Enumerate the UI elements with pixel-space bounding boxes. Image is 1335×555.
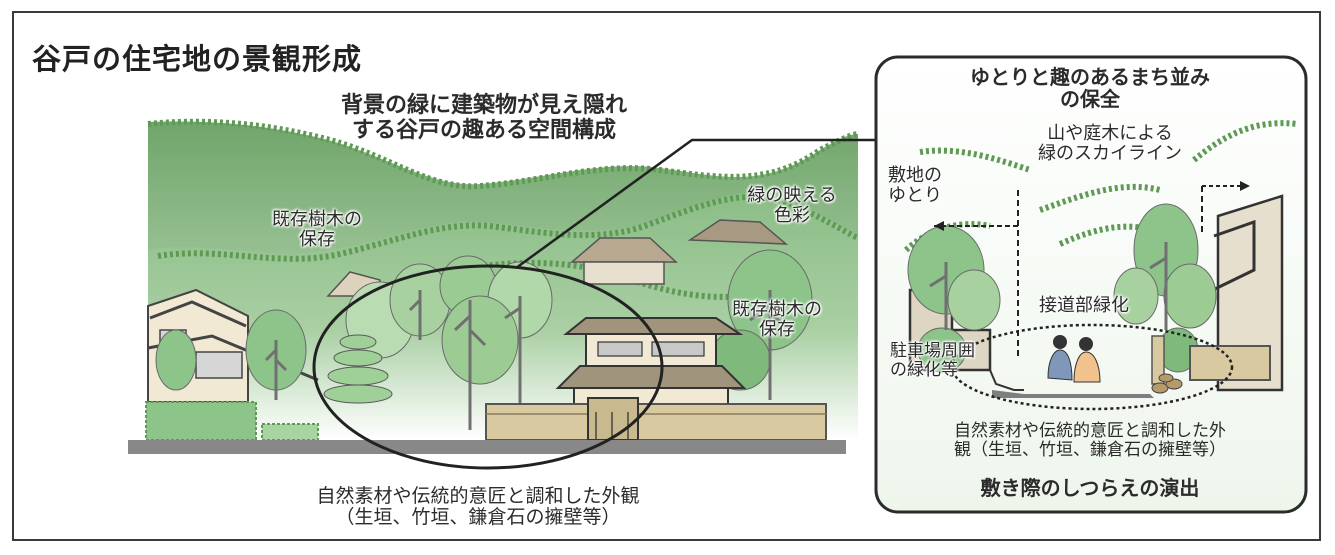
tree-left-line2: 保存 xyxy=(299,229,335,251)
inset-caption-line1: 自然素材や伝統的意匠と調和した外 xyxy=(954,421,1226,441)
inset-road xyxy=(992,390,1154,398)
inset-trees xyxy=(907,203,1217,373)
inset-caption: 自然素材や伝統的意匠と調和した外 観（生垣、竹垣、鎌倉石の擁壁等） xyxy=(880,421,1300,461)
main-caption-line2: （生垣、竹垣、鎌倉石の擁壁等） xyxy=(335,506,621,529)
main-heading-line1: 背景の緑に建築物が見え隠れ xyxy=(340,93,627,118)
tree-trunks xyxy=(264,290,793,430)
skyline-line1: 山や庭木による xyxy=(1047,123,1173,144)
site-line1: 敷地の xyxy=(888,165,942,186)
inset-trunks xyxy=(929,242,1168,330)
focus-ellipse xyxy=(312,264,664,470)
inset-heading-line2: の保全 xyxy=(1060,87,1120,112)
main-house xyxy=(555,317,747,409)
parking-line2: の緑化等 xyxy=(890,360,958,381)
inset-dotted-1 xyxy=(919,147,1031,173)
dotted-ridge-mid xyxy=(157,194,860,262)
dotted-ridge-low xyxy=(459,259,741,300)
main-heading: 背景の緑に建築物が見え隠れ する谷戸の趣ある空間構成 xyxy=(294,93,674,143)
inset-heading-line1: ゆとりと趣のあるまち並み xyxy=(970,65,1210,89)
ground-line xyxy=(128,440,846,454)
color-line1: 緑の映える xyxy=(747,185,837,206)
inset-dotted-3 xyxy=(1192,120,1299,163)
inset-hedge xyxy=(1189,345,1271,381)
inset-scene xyxy=(874,55,1308,514)
parking-line1: 駐車場周囲 xyxy=(890,341,975,361)
label-color: 緑の映える 色彩 xyxy=(722,185,862,227)
tree-right-line2: 保存 xyxy=(759,319,795,341)
skyline-line2: 緑のスカイライン xyxy=(1038,143,1182,165)
main-heading-line2: する谷戸の趣ある空間構成 xyxy=(351,117,616,143)
label-road-greening: 接道部緑化 xyxy=(1004,295,1164,316)
tree-left-line1: 既存樹木の xyxy=(272,209,362,230)
distant-roof-2 xyxy=(687,219,789,245)
label-parking-greening: 駐車場周囲 の緑化等 xyxy=(890,341,1000,381)
earthen-wall xyxy=(485,403,827,441)
inset-dotted-4 xyxy=(1058,223,1161,247)
label-tree-preservation-left: 既存樹木の 保存 xyxy=(252,209,382,251)
main-caption-line1: 自然素材や伝統的意匠と調和した外観 xyxy=(316,485,640,507)
inset-people xyxy=(1047,335,1101,383)
label-tree-preservation-right: 既存樹木の 保存 xyxy=(710,299,844,341)
inset-right-building xyxy=(1216,194,1284,392)
left-hedge xyxy=(145,401,257,441)
inset-frame xyxy=(874,55,1308,514)
inset-footer: 敷き際のしつらえの演出 xyxy=(880,477,1300,499)
color-line2: 色彩 xyxy=(774,205,810,227)
pine-tree xyxy=(323,334,393,404)
inset-dotted-ellipse xyxy=(950,323,1234,411)
inset-dotted-2 xyxy=(1039,183,1161,213)
left-hedge-2 xyxy=(261,423,319,441)
inset-heading: ゆとりと趣のあるまち並み の保全 xyxy=(900,66,1280,111)
dotted-ridge-top xyxy=(147,118,859,190)
inset-stones xyxy=(1151,373,1183,394)
label-green-skyline: 山や庭木による 緑のスカイライン xyxy=(1010,123,1210,165)
road-green-text: 接道部緑化 xyxy=(1039,295,1129,316)
label-site-margin: 敷地の ゆとり xyxy=(888,165,972,207)
main-caption: 自然素材や伝統的意匠と調和した外観 （生垣、竹垣、鎌倉石の擁壁等） xyxy=(278,485,678,529)
diagram-title: 谷戸の住宅地の景観形成 xyxy=(32,42,363,76)
main-scene xyxy=(128,118,908,470)
inset-caption-line2: 観（生垣、竹垣、鎌倉石の擁壁等） xyxy=(954,440,1226,461)
site-line2: ゆとり xyxy=(888,185,942,207)
leader-line xyxy=(515,138,908,270)
tree-right-line1: 既存樹木の xyxy=(732,299,822,320)
inset-footer-text: 敷き際のしつらえの演出 xyxy=(980,476,1200,500)
